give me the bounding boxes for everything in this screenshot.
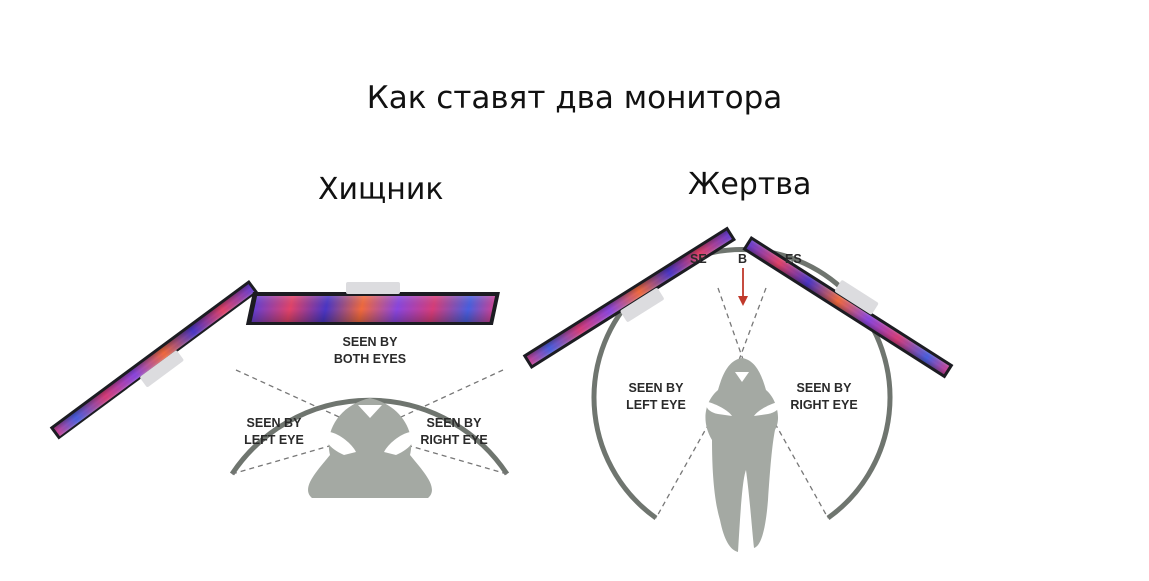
label-fragment-mid: B: [738, 252, 747, 266]
predator-head: [308, 398, 432, 498]
caption-predator: Хищник: [318, 172, 444, 207]
right-panel: SE B ES SEEN BY LEFT EYE SEEN BY RIGHT E…: [522, 226, 954, 552]
label-right-2: RIGHT EYE: [420, 433, 487, 447]
prey-label-left-2: LEFT EYE: [626, 398, 686, 412]
predator-center-monitor: [245, 282, 500, 325]
prey-left-monitor: [522, 226, 736, 369]
caption-prey: Жертва: [688, 167, 812, 202]
prey-label-left-1: SEEN BY: [629, 381, 685, 395]
monitor-stand: [835, 280, 879, 315]
label-both-1: SEEN BY: [343, 335, 399, 349]
monitor-stand: [620, 288, 664, 322]
left-panel: SEEN BY BOTH EYES SEEN BY LEFT EYE SEEN …: [49, 279, 510, 498]
monitor-stand: [346, 282, 400, 294]
predator-left-monitor: [49, 279, 258, 440]
monitor-stand: [140, 350, 184, 387]
prey-sightline-3: [655, 383, 732, 519]
right-eye-sightline-2: [399, 442, 508, 475]
prey-view-arc: [591, 247, 893, 521]
prey-sightline-4: [752, 383, 829, 519]
label-left-2: LEFT EYE: [244, 433, 304, 447]
label-fragment-left: SE: [690, 252, 707, 266]
arrow-down-head: [738, 296, 748, 306]
label-left-1: SEEN BY: [247, 416, 303, 430]
prey-right-monitor: [742, 236, 954, 379]
label-right-1: SEEN BY: [427, 416, 483, 430]
left-eye-sightline-2: [231, 442, 341, 475]
page-title: Как ставят два монитора: [366, 80, 783, 116]
label-fragment-right: ES: [785, 252, 802, 266]
label-both-2: BOTH EYES: [334, 352, 406, 366]
prey-label-right-1: SEEN BY: [797, 381, 853, 395]
prey-head: [705, 358, 780, 552]
prey-label-right-2: RIGHT EYE: [790, 398, 857, 412]
